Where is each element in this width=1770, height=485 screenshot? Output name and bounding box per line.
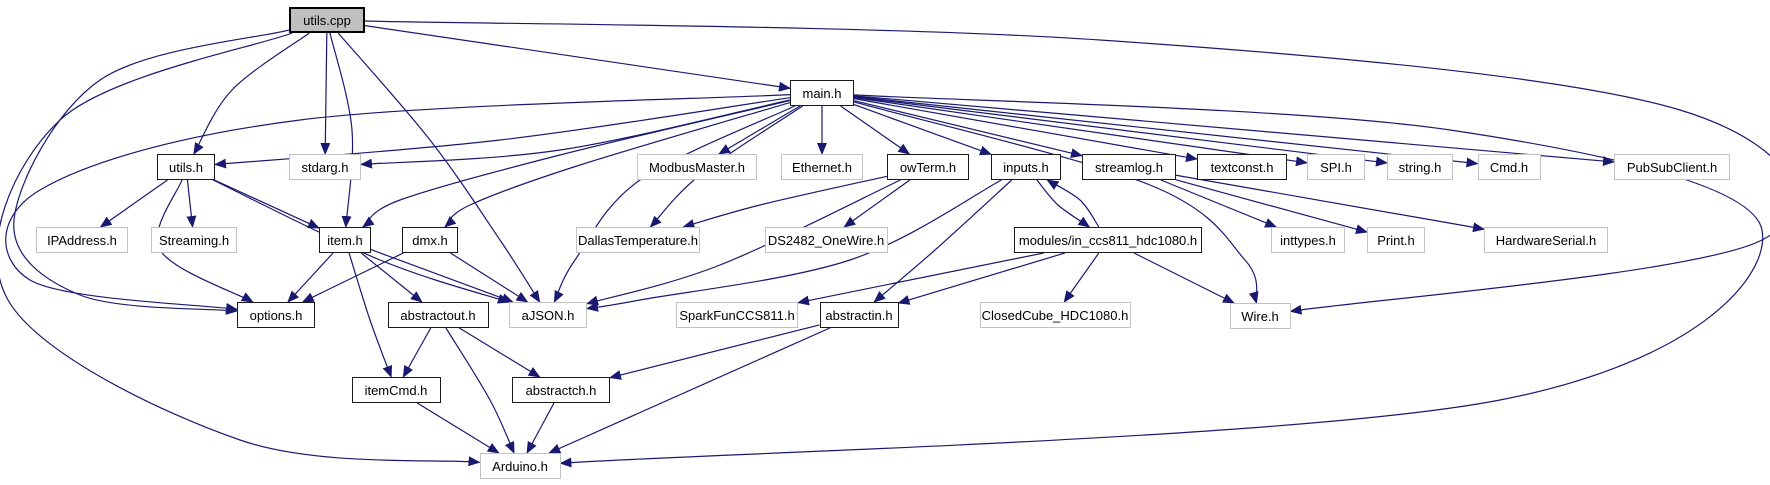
- graph-node-options_h[interactable]: options.h: [237, 302, 315, 328]
- edge-abstractout_h-to-arduino_h: [445, 327, 515, 454]
- graph-node-itemcmd_h[interactable]: itemCmd.h: [351, 377, 441, 403]
- edge-main_h-to-modbusmaster_h: [718, 105, 801, 155]
- graph-node-cmd_h[interactable]: Cmd.h: [1477, 154, 1541, 180]
- edge-main_h-to-wire_h: [853, 101, 1259, 304]
- edge-utils_cpp-to-item_h: [329, 32, 354, 228]
- edge-utils_cpp-to-options_h: [13, 29, 290, 315]
- edge-main_h-to-string_h: [853, 96, 1388, 167]
- edge-in_ccs811_hdc1080_h-to-closedcube_hdc1080_h: [1063, 252, 1100, 303]
- edge-main_h-to-spi_h: [853, 97, 1308, 167]
- edge-abstractin_h-to-arduino_h: [548, 327, 831, 454]
- graph-node-utils_cpp[interactable]: utils.cpp: [289, 7, 365, 33]
- edge-main_h-to-cmd_h: [853, 95, 1479, 168]
- edge-itemcmd_h-to-arduino_h: [416, 402, 500, 454]
- graph-node-ipaddress_h[interactable]: IPAddress.h: [36, 227, 128, 253]
- edge-streamlog_h-to-print_h: [1175, 179, 1368, 234]
- edge-utils_h-to-ipaddress_h: [99, 179, 168, 228]
- graph-node-ajson_h[interactable]: aJSON.h: [509, 302, 587, 328]
- edge-streamlog_h-to-hardwareserial_h: [1175, 174, 1485, 233]
- edge-in_ccs811_hdc1080_h-to-wire_h: [1133, 252, 1235, 304]
- edge-item_h-to-abstractout_h: [360, 252, 423, 303]
- graph-node-spi_h[interactable]: SPI.h: [1307, 154, 1365, 180]
- graph-node-in_ccs811_hdc1080_h[interactable]: modules/in_ccs811_hdc1080.h: [1014, 227, 1202, 253]
- graph-node-dmx_h[interactable]: dmx.h: [402, 227, 458, 253]
- edge-abstractin_h-to-abstractch_h: [609, 324, 820, 380]
- edge-owterm_h-to-ds2482_onewire_h: [843, 179, 911, 228]
- edge-utils_cpp-to-utils_h: [193, 32, 310, 155]
- edge-item_h-to-ajson_h: [370, 249, 514, 303]
- edge-utils_h-to-ajson_h: [212, 179, 510, 304]
- edge-item_h-to-itemcmd_h: [348, 252, 393, 378]
- edge-main_h-to-inputs_h: [853, 104, 992, 156]
- edge-in_ccs811_hdc1080_h-to-abstractin_h: [897, 252, 1066, 305]
- edge-utils_cpp-to-arduino_h: [0, 32, 481, 467]
- graph-node-pubsubclient_h[interactable]: PubSubClient.h: [1614, 154, 1730, 180]
- edge-in_ccs811_hdc1080_h-to-inputs_h: [1046, 179, 1100, 228]
- graph-node-sparkfunccs811_h[interactable]: SparkFunCCS811.h: [676, 302, 798, 328]
- edge-main_h-to-streamlog_h: [853, 100, 1083, 158]
- edge-utils_h-to-streaming_h: [186, 179, 197, 228]
- edge-utils_cpp-to-main_h: [364, 25, 791, 92]
- edge-owterm_h-to-dallastemperature_h: [682, 175, 888, 229]
- edge-main_h-to-textconst_h: [853, 98, 1198, 163]
- graph-node-ethernet_h[interactable]: Ethernet.h: [781, 154, 863, 180]
- edge-inputs_h-to-in_ccs811_hdc1080_h: [1036, 179, 1091, 228]
- graph-node-inttypes_h[interactable]: inttypes.h: [1271, 227, 1345, 253]
- graph-node-dallastemperature_h[interactable]: DallasTemperature.h: [576, 227, 700, 253]
- edge-abstractout_h-to-abstractch_h: [459, 327, 541, 378]
- graph-node-streaming_h[interactable]: Streaming.h: [151, 227, 237, 253]
- graph-node-arduino_h[interactable]: Arduino.h: [479, 453, 561, 479]
- edge-main_h-to-pubsubclient_h: [853, 95, 1615, 166]
- edge-owterm_h-to-ajson_h: [586, 179, 901, 306]
- edge-dmx_h-to-ajson_h: [450, 252, 529, 303]
- graph-node-streamlog_h[interactable]: streamlog.h: [1082, 154, 1176, 180]
- graph-node-item_h[interactable]: item.h: [319, 227, 371, 253]
- graph-node-stdarg_h[interactable]: stdarg.h: [289, 154, 361, 180]
- graph-node-abstractch_h[interactable]: abstractch.h: [512, 377, 610, 403]
- edge-item_h-to-options_h: [287, 252, 334, 303]
- edge-utils_cpp-to-wire_h: [364, 20, 1770, 315]
- edge-streamlog_h-to-inttypes_h: [1160, 179, 1278, 228]
- edge-main_h-to-ajson_h: [553, 105, 796, 303]
- graph-node-wire_h[interactable]: Wire.h: [1229, 303, 1291, 329]
- edge-abstractch_h-to-arduino_h: [526, 402, 555, 454]
- edge-main_h-to-options_h: [5, 94, 791, 313]
- graph-node-hardwareserial_h[interactable]: HardwareSerial.h: [1484, 227, 1608, 253]
- graph-node-utils_h[interactable]: utils.h: [157, 154, 215, 180]
- edge-main_h-to-dmx_h: [444, 101, 791, 228]
- edge-main_h-to-item_h: [362, 99, 791, 228]
- edge-inputs_h-to-abstractin_h: [873, 179, 1013, 303]
- graph-node-owterm_h[interactable]: owTerm.h: [887, 154, 969, 180]
- graph-node-inputs_h[interactable]: inputs.h: [991, 154, 1061, 180]
- graph-node-abstractin_h[interactable]: abstractin.h: [819, 302, 899, 328]
- graph-node-string_h[interactable]: string.h: [1387, 154, 1453, 180]
- graph-node-abstractout_h[interactable]: abstractout.h: [387, 302, 489, 328]
- edge-dmx_h-to-options_h: [301, 252, 404, 303]
- graph-node-print_h[interactable]: Print.h: [1367, 227, 1425, 253]
- edge-inputs_h-to-ajson_h: [586, 179, 1002, 312]
- edge-main_h-to-owterm_h: [840, 105, 911, 155]
- edge-utils_h-to-item_h: [214, 179, 320, 229]
- edge-abstractout_h-to-itemcmd_h: [402, 327, 432, 378]
- graph-node-textconst_h[interactable]: textconst.h: [1197, 154, 1287, 180]
- graph-node-modbusmaster_h[interactable]: ModbusMaster.h: [637, 154, 757, 180]
- graph-node-ds2482_onewire_h[interactable]: DS2482_OneWire.h: [764, 227, 888, 253]
- edge-main_h-to-utils_h: [214, 97, 791, 169]
- edge-in_ccs811_hdc1080_h-to-sparkfunccs811_h: [797, 252, 1044, 306]
- graph-node-main_h[interactable]: main.h: [790, 80, 854, 106]
- edge-utils_cpp-to-stdarg_h: [320, 32, 331, 155]
- edge-main_h-to-arduino_h: [559, 94, 1764, 468]
- graph-node-closedcube_hdc1080_h[interactable]: ClosedCube_HDC1080.h: [979, 302, 1131, 328]
- edge-utils_cpp-to-ajson_h: [337, 32, 541, 303]
